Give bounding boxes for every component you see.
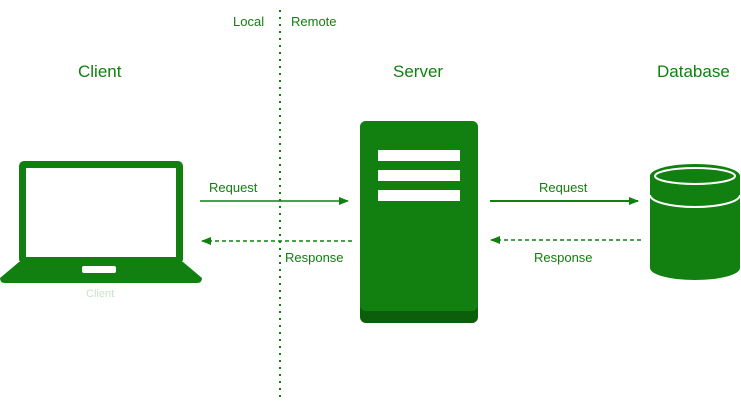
database-request-label: Request xyxy=(539,180,588,195)
database-icon xyxy=(649,164,741,280)
database-response-label: Response xyxy=(534,250,593,265)
client-title: Client xyxy=(78,62,122,81)
client-response-label: Response xyxy=(285,250,344,265)
server-title: Server xyxy=(393,62,444,81)
laptop-caption: Client xyxy=(86,288,115,300)
server-icon xyxy=(360,121,478,323)
local-label: Local xyxy=(233,14,265,29)
database-title: Database xyxy=(657,62,730,81)
remote-label: Remote xyxy=(291,14,337,29)
client-request-label: Request xyxy=(209,180,258,195)
laptop-icon xyxy=(0,161,202,283)
